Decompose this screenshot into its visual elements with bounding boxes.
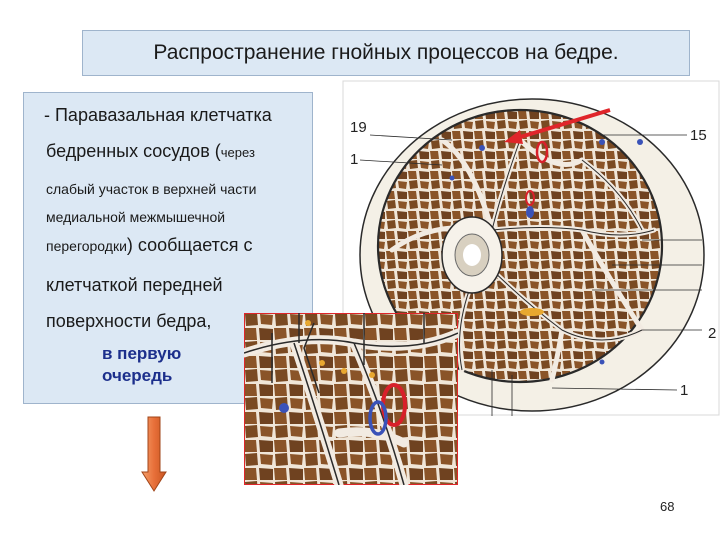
text-line-2-main: бедренных сосудов ( — [46, 141, 221, 161]
text-line-2-small: через — [220, 145, 255, 160]
figure-label-19: 19 — [350, 119, 367, 136]
text-line-4: медиальной межмышечной — [46, 209, 226, 225]
text-line-3: слабый участок в верхней части — [46, 181, 257, 197]
zoomed-detail-figure — [239, 312, 463, 490]
figure-label-2: 2 — [708, 325, 716, 342]
figure-label-1-left: 1 — [350, 151, 358, 168]
emphasis-line-2: очередь — [102, 366, 173, 385]
down-arrow-icon — [141, 416, 167, 492]
text-line-1: - Паравазальная клетчатка — [44, 105, 272, 125]
text-line-7: поверхности бедра, — [46, 311, 212, 331]
text-line-6: клетчаткой передней — [46, 275, 223, 295]
figure-label-1-bottom: 1 — [680, 382, 688, 399]
page-number: 68 — [660, 499, 675, 514]
thigh-cross-section-figure: 19 1 15 2 1 — [342, 80, 720, 416]
text-line-2: бедренных сосудов (через — [46, 141, 255, 162]
slide-title: Распространение гнойных процессов на бед… — [82, 30, 690, 76]
text-panel: - Паравазальная клетчатка бедренных сосу… — [23, 92, 313, 404]
text-line-5: перегородки) сообщается с — [46, 235, 252, 256]
text-line-5-small: перегородки — [46, 238, 127, 254]
emphasis-line-1: в первую — [102, 344, 182, 363]
figure-label-15: 15 — [690, 127, 707, 144]
text-line-5-main: ) сообщается с — [126, 235, 253, 255]
emphasis-text: в первую очередь — [102, 343, 181, 387]
